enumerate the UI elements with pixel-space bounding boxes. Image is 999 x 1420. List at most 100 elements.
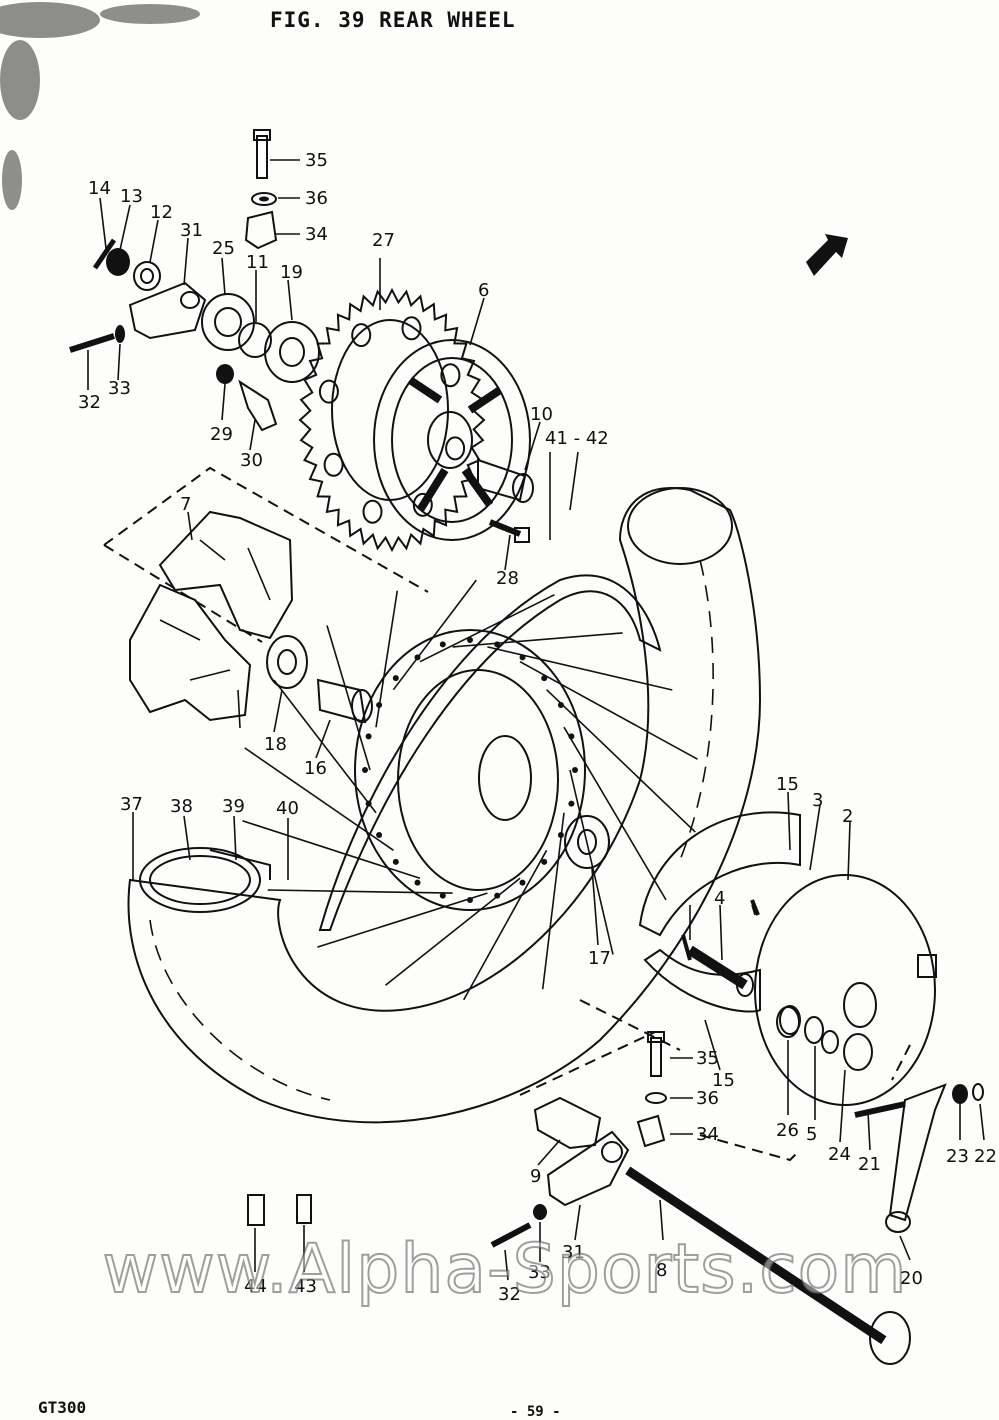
washer-12 bbox=[133, 261, 161, 291]
oil-seal-26 bbox=[776, 1006, 800, 1038]
torque-link-clamp-34-bottom bbox=[636, 1114, 666, 1148]
callout-36-bottom: 36 bbox=[696, 1088, 719, 1109]
callout-33-bottom: 33 bbox=[528, 1262, 551, 1283]
bearing-19 bbox=[264, 321, 320, 383]
bearing-17 bbox=[564, 815, 610, 869]
bolt-32-bottom bbox=[490, 1222, 532, 1248]
drum-damper-7-lower bbox=[129, 583, 252, 722]
washer-36-bottom bbox=[645, 1092, 667, 1104]
washer-33-top bbox=[115, 325, 125, 343]
spacer-11 bbox=[238, 322, 272, 358]
callout-32-bottom: 32 bbox=[498, 1284, 521, 1305]
callout-11: 11 bbox=[246, 252, 269, 273]
callout-41-42: 41 - 42 bbox=[545, 428, 609, 449]
callout-35-bottom: 35 bbox=[696, 1048, 719, 1069]
chain-adjuster-31-bottom bbox=[546, 1130, 630, 1207]
bearing-25 bbox=[201, 293, 255, 351]
callout-20: 20 bbox=[900, 1268, 923, 1289]
callout-6: 6 bbox=[478, 280, 489, 301]
damper-group-outline bbox=[103, 466, 429, 643]
torque-link-clamp-34-top bbox=[244, 210, 278, 250]
watermark: www.Alpha-Sports.com bbox=[102, 1229, 908, 1310]
callout-39: 39 bbox=[222, 796, 245, 817]
nut-23 bbox=[952, 1084, 968, 1104]
callout-23: 23 bbox=[946, 1146, 969, 1167]
callout-36-top: 36 bbox=[305, 188, 328, 209]
callout-7-top: 7 bbox=[180, 494, 191, 515]
seal-24 bbox=[821, 1030, 873, 1071]
callout-16: 16 bbox=[304, 758, 327, 779]
callout-4: 4 bbox=[714, 888, 725, 909]
callout-32-top: 32 bbox=[78, 392, 101, 413]
callout-2: 2 bbox=[842, 806, 853, 827]
figure-title: FIG. 39 REAR WHEEL bbox=[270, 8, 516, 32]
callout-30: 30 bbox=[240, 450, 263, 471]
lock-plate-30 bbox=[238, 379, 278, 432]
brake-lever-20 bbox=[885, 1083, 947, 1233]
bolt-28 bbox=[488, 519, 530, 543]
nut-29 bbox=[216, 364, 234, 384]
callout-40: 40 bbox=[276, 798, 299, 819]
callout-31-bottom: 31 bbox=[562, 1242, 585, 1263]
callout-24: 24 bbox=[828, 1144, 851, 1165]
brake-shoe-15-upper bbox=[638, 811, 801, 937]
callout-43: 43 bbox=[294, 1276, 317, 1297]
callout-22: 22 bbox=[974, 1146, 997, 1167]
valve-nut-43 bbox=[296, 1194, 312, 1224]
callout-10: 10 bbox=[530, 404, 553, 425]
bolt-35-bottom bbox=[647, 1031, 665, 1077]
rear-rim-and-spokes bbox=[242, 574, 698, 1001]
rear-tire-37 bbox=[127, 487, 762, 1124]
callout-19: 19 bbox=[280, 262, 303, 283]
nut-13 bbox=[106, 248, 130, 276]
washer-22 bbox=[972, 1083, 984, 1101]
callout-15-bottom: 15 bbox=[712, 1070, 735, 1091]
callout-28: 28 bbox=[496, 568, 519, 589]
valve-cap-44 bbox=[247, 1194, 265, 1226]
direction-arrow-icon bbox=[806, 234, 848, 276]
callout-labels: 35 36 34 14 13 12 31 25 11 19 27 6 32 33… bbox=[78, 150, 997, 1305]
callout-13: 13 bbox=[120, 186, 143, 207]
callout-27: 27 bbox=[372, 230, 395, 251]
washer-33-bottom bbox=[533, 1204, 547, 1220]
washer-5 bbox=[804, 1016, 824, 1044]
callout-9: 9 bbox=[530, 1166, 541, 1187]
rim-band-39 bbox=[209, 849, 271, 880]
callout-38: 38 bbox=[170, 796, 193, 817]
brake-cam-4 bbox=[687, 945, 754, 997]
tube-38 bbox=[139, 847, 261, 913]
bolt-32-top bbox=[69, 333, 115, 353]
callout-34-top: 34 bbox=[305, 224, 328, 245]
bearing-18 bbox=[266, 635, 308, 689]
callout-3-top: 3 bbox=[812, 790, 823, 811]
callout-31-top: 31 bbox=[180, 220, 203, 241]
rear-sprocket-27 bbox=[298, 287, 486, 553]
callout-35-top: 35 bbox=[305, 150, 328, 171]
washer-36-top bbox=[251, 192, 277, 206]
sprocket-drum-6 bbox=[373, 339, 531, 541]
scan-smudge bbox=[0, 2, 200, 210]
callout-37: 37 bbox=[120, 794, 143, 815]
callout-17: 17 bbox=[588, 948, 611, 969]
callout-25: 25 bbox=[212, 238, 235, 259]
brake-shoe-15-lower bbox=[643, 948, 761, 1013]
callout-18: 18 bbox=[264, 734, 287, 755]
callout-8: 8 bbox=[656, 1260, 667, 1281]
callout-44: 44 bbox=[244, 1276, 267, 1297]
page-number: - 59 - bbox=[510, 1404, 561, 1420]
collar-10 bbox=[477, 458, 534, 503]
callout-21: 21 bbox=[858, 1154, 881, 1175]
callout-14: 14 bbox=[88, 178, 111, 199]
brake-group-outline bbox=[519, 999, 911, 1162]
axle-8 bbox=[625, 1162, 911, 1365]
spring-3 bbox=[681, 899, 760, 961]
cotter-pin-14 bbox=[92, 238, 117, 270]
brake-panel-2 bbox=[754, 874, 937, 1106]
chain-adjuster-31-top bbox=[128, 281, 207, 340]
leader-lines bbox=[87, 159, 985, 1281]
callout-5: 5 bbox=[806, 1124, 817, 1145]
callout-33-top: 33 bbox=[108, 378, 131, 399]
callout-12: 12 bbox=[150, 202, 173, 223]
